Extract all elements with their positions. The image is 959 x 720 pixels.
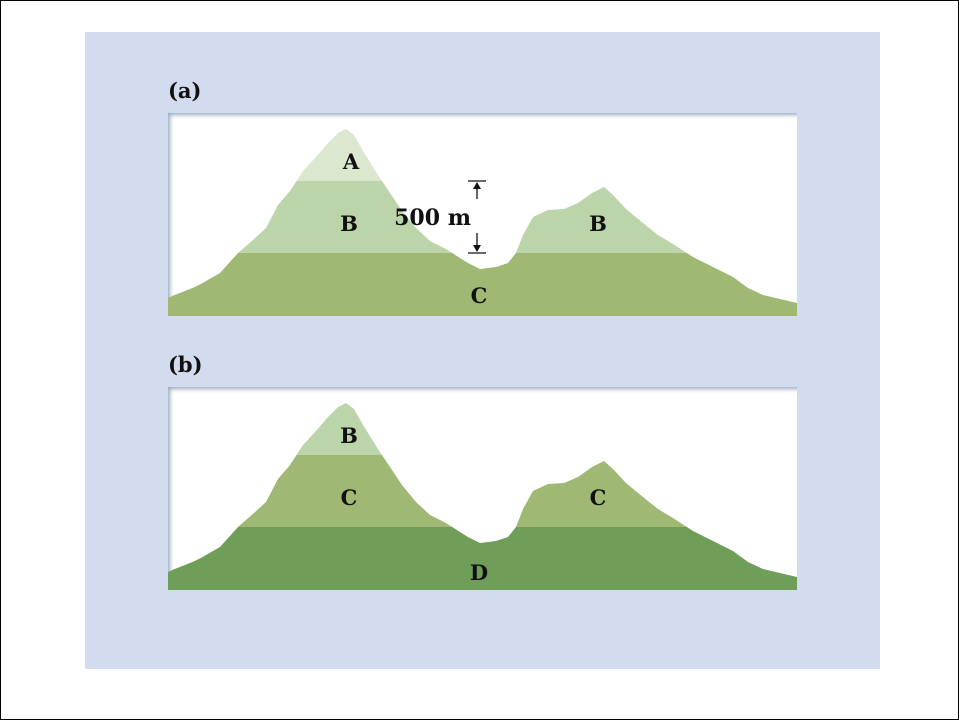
zone-label-a-middle-right: B — [589, 211, 607, 236]
height-measure-label: 500 m — [394, 205, 471, 231]
zone-label-a-middle-left: B — [340, 211, 358, 236]
zone-label-b-bottom: D — [470, 560, 488, 585]
panel-b-diagram: B C C D — [168, 387, 797, 590]
zone-a-middle-band — [168, 181, 797, 253]
zone-label-a-bottom: C — [471, 283, 488, 308]
panel-a-mountain-profile: 500 m A B B C — [168, 129, 797, 316]
zone-label-a-top: A — [342, 149, 360, 174]
panel-b-label: (b) — [168, 352, 203, 377]
panel-a-diagram: 500 m A B B C — [168, 113, 797, 316]
zone-label-b-middle-right: C — [590, 485, 607, 510]
zone-a-top-band — [168, 129, 797, 181]
zone-b-middle-band — [168, 455, 797, 527]
zone-label-b-top: B — [340, 423, 358, 448]
panel-a-label: (a) — [168, 78, 202, 103]
panel-b-mountain-profile: B C C D — [168, 403, 797, 590]
zone-b-top-band — [168, 403, 797, 455]
zone-label-b-middle-left: C — [341, 485, 358, 510]
height-dimension-marker — [468, 180, 486, 254]
